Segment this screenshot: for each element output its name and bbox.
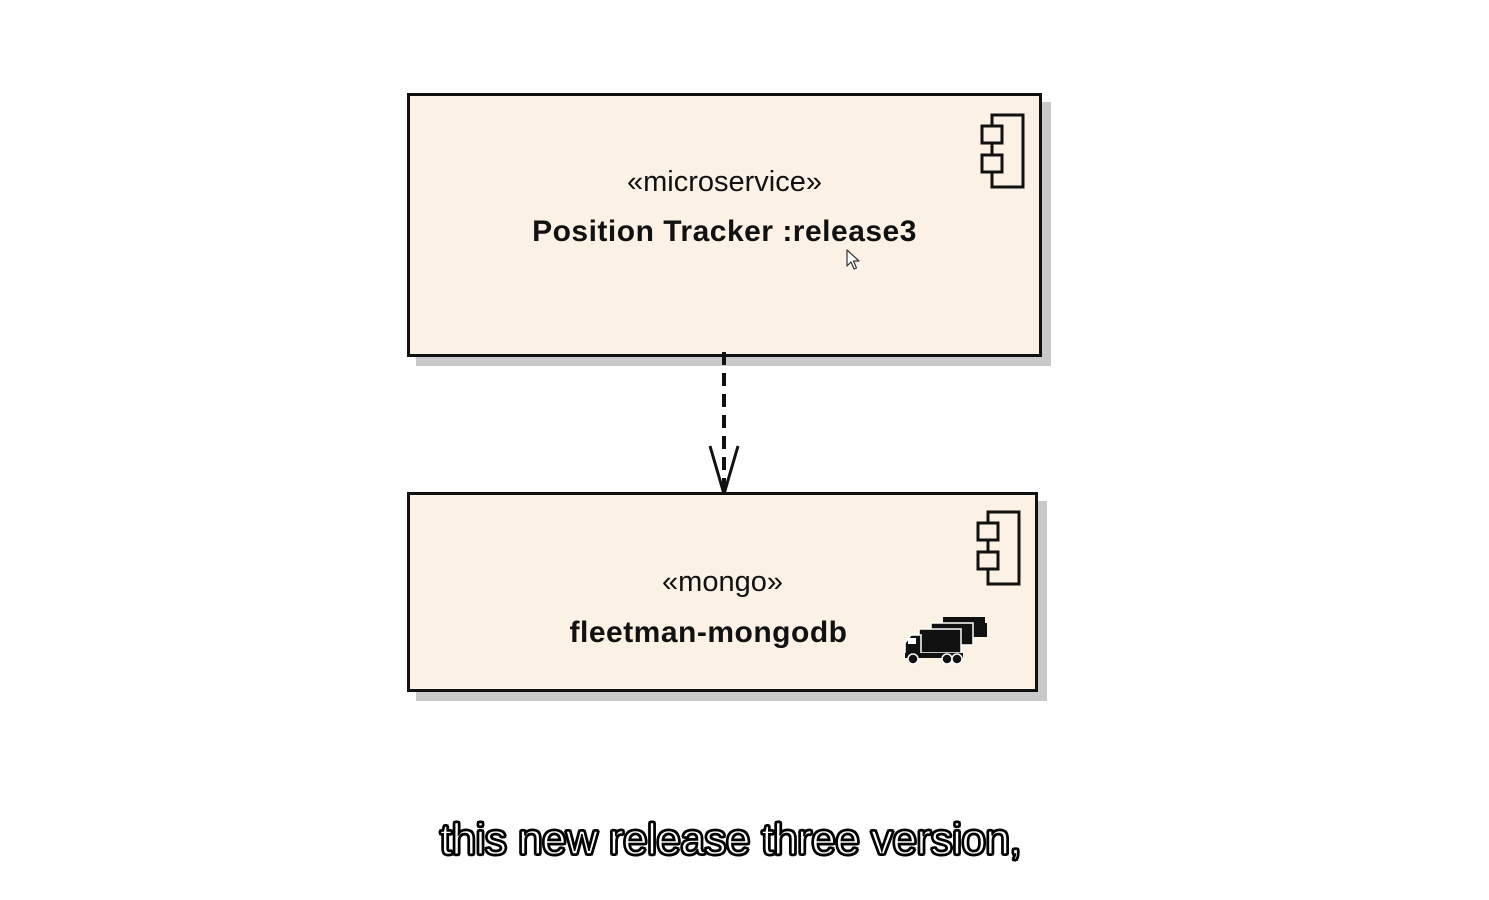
video-subtitle: this new release three version, [0,814,1489,865]
dependency-arrow [708,352,740,498]
component-icon [980,113,1025,189]
component-stereotype: «mongo» [662,566,783,598]
component-stereotype: «microservice» [627,166,822,198]
component-fleetman-mongodb[interactable]: «mongo» fleetman-mongodb [407,492,1038,692]
subtitle-text: this new release three version, [439,814,1022,865]
component-name: fleetman-mongodb [569,616,848,649]
mouse-cursor-icon [846,249,860,270]
trucks-icon [904,617,987,665]
component-icon [976,510,1021,586]
component-position-tracker[interactable]: «microservice» Position Tracker :release… [407,93,1042,357]
component-name: Position Tracker :release3 [532,215,917,248]
